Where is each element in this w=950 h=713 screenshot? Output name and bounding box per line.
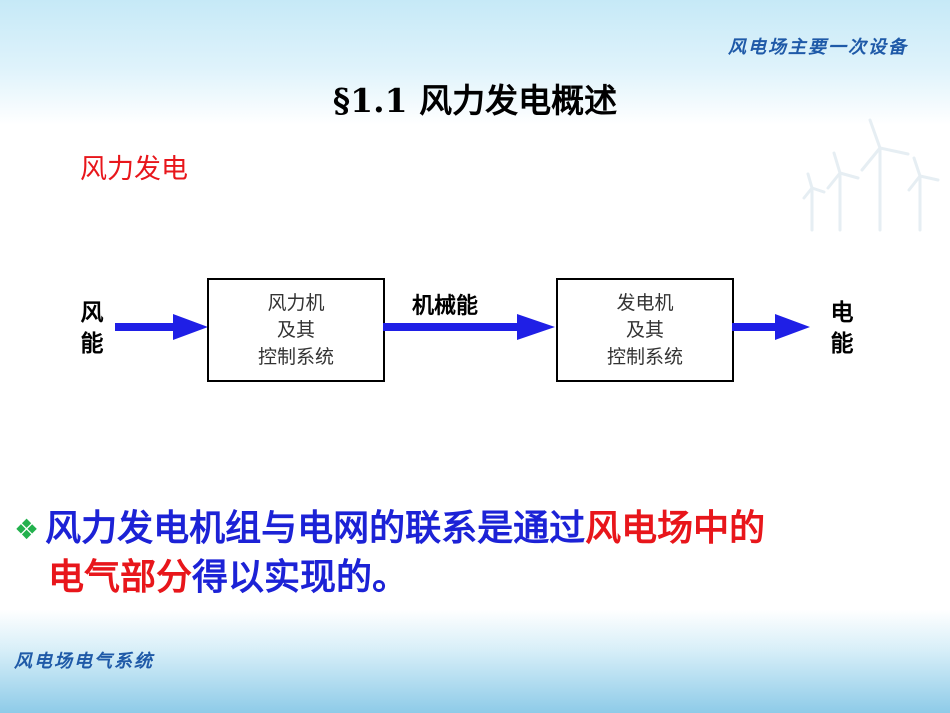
footer-background [0, 610, 950, 713]
footer-course-tag: 风电场电气系统 [14, 651, 154, 672]
box2-line2: 及其 [625, 318, 664, 341]
input-label-wind: 风 能 [78, 298, 106, 360]
arrow-wind-to-turbine [115, 314, 208, 340]
wind-turbine-decoration-icon [802, 118, 940, 232]
generator-control-box: 发电机 及其 控制系统 [556, 278, 734, 382]
output-label-line2: 能 [830, 331, 854, 357]
header-course-tag: 风电场主要一次设备 [728, 37, 908, 58]
energy-conversion-diagram: 风 能 风力机 及其 控制系统 机械能 发电机 及其 控制系统 电 能 [0, 260, 950, 400]
box2-line1: 发电机 [616, 291, 674, 314]
turbine-control-box: 风力机 及其 控制系统 [207, 278, 385, 382]
bullet-text-part3: 电气部分 [48, 557, 193, 598]
bullet-text-part2: 风电场中的 [585, 508, 766, 549]
section-subtitle: 风力发电 [80, 154, 188, 185]
header-background [0, 0, 950, 125]
bullet-diamond-icon: ❖ [14, 513, 40, 546]
box1-line1: 风力机 [267, 291, 325, 314]
box1-line3: 控制系统 [257, 345, 334, 368]
mechanical-energy-label: 机械能 [412, 294, 479, 319]
bullet-text-part4: 得以实现的。 [192, 557, 409, 598]
output-label-electricity: 电 能 [828, 298, 856, 360]
box1-line2: 及其 [276, 318, 315, 341]
box2-line3: 控制系统 [606, 345, 683, 368]
input-label-line2: 能 [80, 331, 104, 357]
input-label-line1: 风 [80, 300, 104, 326]
arrow-turbine-to-generator [383, 314, 555, 340]
output-label-line1: 电 [830, 300, 854, 326]
bullet-point: ❖风力发电机组与电网的联系是通过风电场中的 电气部分得以实现的。 [14, 505, 914, 602]
bullet-text-part1: 风力发电机组与电网的联系是通过 [45, 508, 586, 549]
page-title: §1.1 风力发电概述 [332, 81, 618, 120]
arrow-generator-to-electricity [732, 314, 810, 340]
